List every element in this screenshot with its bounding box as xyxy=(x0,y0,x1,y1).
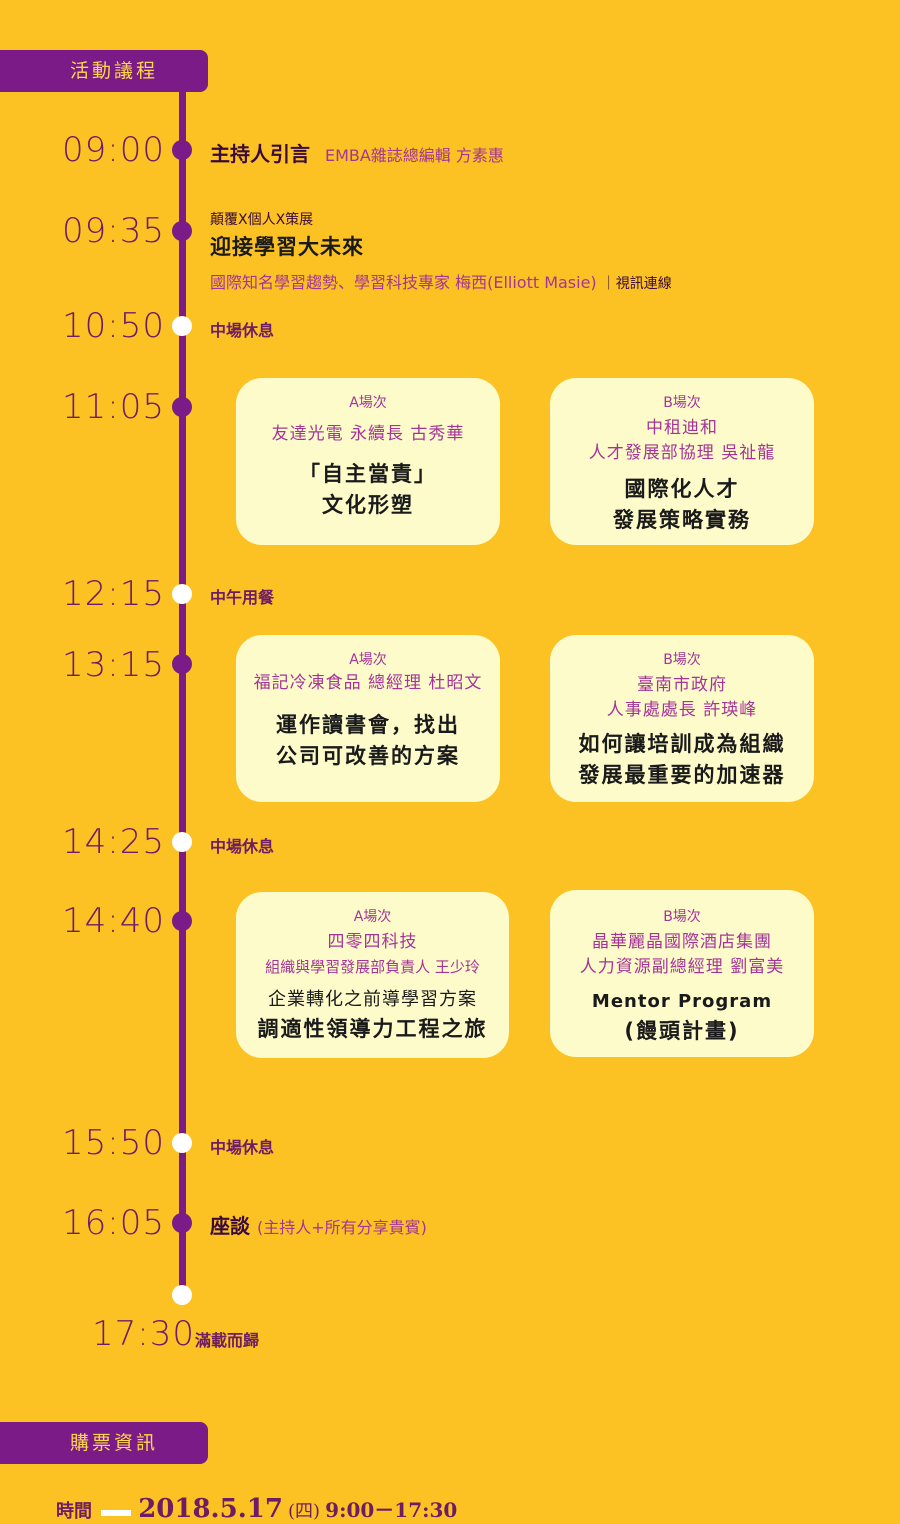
card-speaker-line2: 人事處處長 許瑛峰 xyxy=(606,700,758,720)
session-speaker: EMBA雜誌總編輯 方素惠 xyxy=(324,146,504,165)
card-speaker-line2: 人才發展部協理 吳祉龍 xyxy=(588,443,776,463)
card-title-line1: 運作讀書會，找出 xyxy=(276,713,460,737)
card-speaker: 福記冷凍食品 總經理 杜昭文 xyxy=(253,673,483,693)
session-note: (主持人+所有分享貴賓) xyxy=(256,1218,427,1237)
session-kicker: 顛覆X個人X策展 xyxy=(210,212,314,228)
track-label: B場次 xyxy=(663,395,701,411)
time-1425: 14:25 xyxy=(62,822,165,862)
card-title-line2: 發展最重要的加速器 xyxy=(578,763,786,787)
card-speaker-line2: 人力資源副總經理 劉富美 xyxy=(579,957,785,977)
session-card-b: B場次 臺南市政府 人事處處長 許瑛峰 如何讓培訓成為組織 發展最重要的加速器 xyxy=(550,635,814,802)
break-label: 中場休息 xyxy=(210,321,275,340)
card-speaker-line2: 組織與學習發展部負責人 王少玲 xyxy=(265,958,480,976)
track-label: A場次 xyxy=(349,652,387,668)
session-panel: 座談 (主持人+所有分享貴賓) xyxy=(210,1210,427,1239)
card-speaker-line1: 晶華麗晶國際酒店集團 xyxy=(592,932,772,952)
event-hours: 9:00－17:30 xyxy=(325,1498,458,1522)
card-title-line2: 發展策略實務 xyxy=(613,508,751,532)
lunch-label: 中午用餐 xyxy=(210,588,275,607)
session-card-a: A場次 友達光電 永續長 古秀華 「自主當責」 文化形塑 xyxy=(236,378,500,545)
track-label: B場次 xyxy=(663,652,701,668)
time-1105: 11:05 xyxy=(62,387,165,427)
timeline-dot xyxy=(172,654,192,674)
session-card-a: A場次 四零四科技 組織與學習發展部負責人 王少玲 企業轉化之前導學習方案 調適… xyxy=(236,892,509,1058)
time-label: 時間 xyxy=(56,1501,92,1522)
card-title-line1: 國際化人才 xyxy=(624,477,740,501)
card-speaker-line1: 臺南市政府 xyxy=(637,675,727,695)
ticket-date-row: 時間 2018.5.17 (四) 9:00－17:30 xyxy=(56,1494,457,1524)
session-speaker: 國際知名學習趨勢、學習科技專家 梅西(Elliott Masie) ｜視訊連線 xyxy=(210,269,672,293)
track-label: A場次 xyxy=(349,395,387,411)
track-label: A場次 xyxy=(353,909,392,925)
session-card-b: B場次 中租迪和 人才發展部協理 吳祉龍 國際化人才 發展策略實務 xyxy=(550,378,814,545)
session-title: 座談 xyxy=(210,1214,250,1238)
timeline-dot xyxy=(172,397,192,417)
break-label: 中場休息 xyxy=(210,1138,275,1157)
session-opening: 主持人引言 EMBA雜誌總編輯 方素惠 xyxy=(210,138,504,167)
arrow-icon xyxy=(101,1509,132,1516)
session-title: 迎接學習大未來 xyxy=(210,235,364,259)
event-weekday: (四) xyxy=(288,1501,321,1522)
time-1050: 10:50 xyxy=(62,306,165,346)
card-title-line2: 公司可改善的方案 xyxy=(276,744,460,768)
card-speaker: 友達光電 永續長 古秀華 xyxy=(271,424,465,444)
timeline-dot-break xyxy=(172,1133,192,1153)
card-title-line1: 如何讓培訓成為組織 xyxy=(578,732,786,756)
speaker-text: 國際知名學習趨勢、學習科技專家 梅西(Elliott Masie) xyxy=(210,273,597,292)
time-0935: 09:35 xyxy=(62,211,165,251)
event-date: 2018.5.17 xyxy=(138,1494,283,1524)
break-label: 中場休息 xyxy=(210,837,275,856)
card-title-line2: 調適性領導力工程之旅 xyxy=(257,1017,488,1041)
closing-label: 滿載而歸 xyxy=(195,1331,260,1350)
timeline-end-dot xyxy=(172,1285,192,1305)
ticket-section-tab: 購票資訊 xyxy=(0,1422,208,1464)
timeline-dot-break xyxy=(172,832,192,852)
timeline-dot xyxy=(172,1213,192,1233)
timeline-line xyxy=(179,92,186,1295)
card-title-line1: 企業轉化之前導學習方案 xyxy=(268,989,477,1010)
session-card-a: A場次 福記冷凍食品 總經理 杜昭文 運作讀書會，找出 公司可改善的方案 xyxy=(236,635,500,802)
time-0900: 09:00 xyxy=(62,130,165,170)
card-title-line2: 文化形塑 xyxy=(322,493,414,517)
timeline-dot-break xyxy=(172,316,192,336)
timeline-dot xyxy=(172,911,192,931)
timeline-dot-break xyxy=(172,584,192,604)
time-1315: 13:15 xyxy=(62,645,165,685)
time-1550: 15:50 xyxy=(62,1123,165,1163)
speaker-note: ｜視訊連線 xyxy=(601,276,672,292)
time-1730: 17:30 xyxy=(92,1314,195,1354)
time-1215: 12:15 xyxy=(62,574,165,614)
card-title-line1: 「自主當責」 xyxy=(299,462,437,486)
time-1605: 16:05 xyxy=(62,1203,165,1243)
card-speaker-line1: 中租迪和 xyxy=(646,418,718,438)
card-speaker-line1: 四零四科技 xyxy=(327,932,418,952)
card-title-line1: Mentor Program xyxy=(591,991,773,1012)
timeline-dot xyxy=(172,140,192,160)
card-title-line2: (饅頭計畫) xyxy=(624,1019,740,1043)
timeline-dot xyxy=(172,221,192,241)
agenda-section-tab: 活動議程 xyxy=(0,50,208,92)
time-1440: 14:40 xyxy=(62,901,165,941)
session-card-b: B場次 晶華麗晶國際酒店集團 人力資源副總經理 劉富美 Mentor Progr… xyxy=(550,890,814,1057)
track-label: B場次 xyxy=(663,909,701,925)
session-title: 主持人引言 xyxy=(210,142,310,166)
